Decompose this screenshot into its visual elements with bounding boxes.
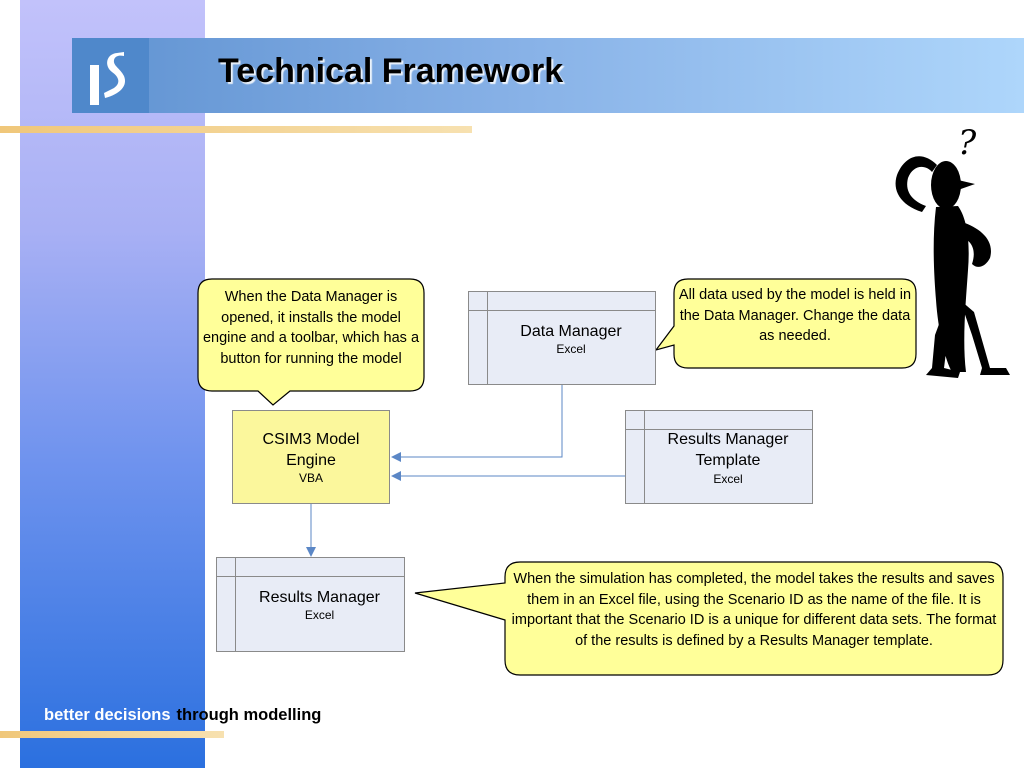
slide-title: Technical Framework [218,52,564,90]
results-template-label: Results Manager Template [667,431,789,469]
results-manager-sub: Excel [304,608,335,622]
data-manager-label: Data Manager [520,323,622,340]
company-logo [72,38,149,113]
model-engine-box: CSIM3 Model Engine VBA [232,410,390,504]
callout-text-simulation-complete: When the simulation has completed, the m… [511,571,997,649]
callout-bubble-bottom [414,561,1004,676]
footer-divider [0,731,224,738]
results-template-box: Results Manager Template Excel [625,410,813,504]
svg-text:?: ? [958,123,977,163]
header-band [72,38,1024,113]
callout-text-data-manager-open: When the Data Manager is opened, it inst… [202,289,420,367]
model-engine-label: CSIM3 Model Engine [262,431,360,469]
confused-figure-icon: ? [895,123,1010,378]
tagline-better-decisions: better decisions [44,706,171,724]
callout-bubble-right [654,278,917,369]
results-manager-box: Results Manager Excel [216,557,405,652]
connector-data-manager-engine [391,385,563,462]
logo-icon [90,52,126,105]
model-engine-sub: VBA [298,471,323,485]
callout-bubble-left [197,278,425,406]
callout-text-all-data: All data used by the model is held in th… [678,287,912,344]
data-manager-box: Data Manager Excel [468,291,656,385]
footer-tagline: better decisions through modelling [44,706,321,725]
data-manager-sub: Excel [556,342,586,356]
tagline-through-modelling: through modelling [176,706,322,724]
results-manager-label: Results Manager [259,589,380,606]
results-template-sub: Excel [713,472,743,486]
header-divider [0,126,472,133]
